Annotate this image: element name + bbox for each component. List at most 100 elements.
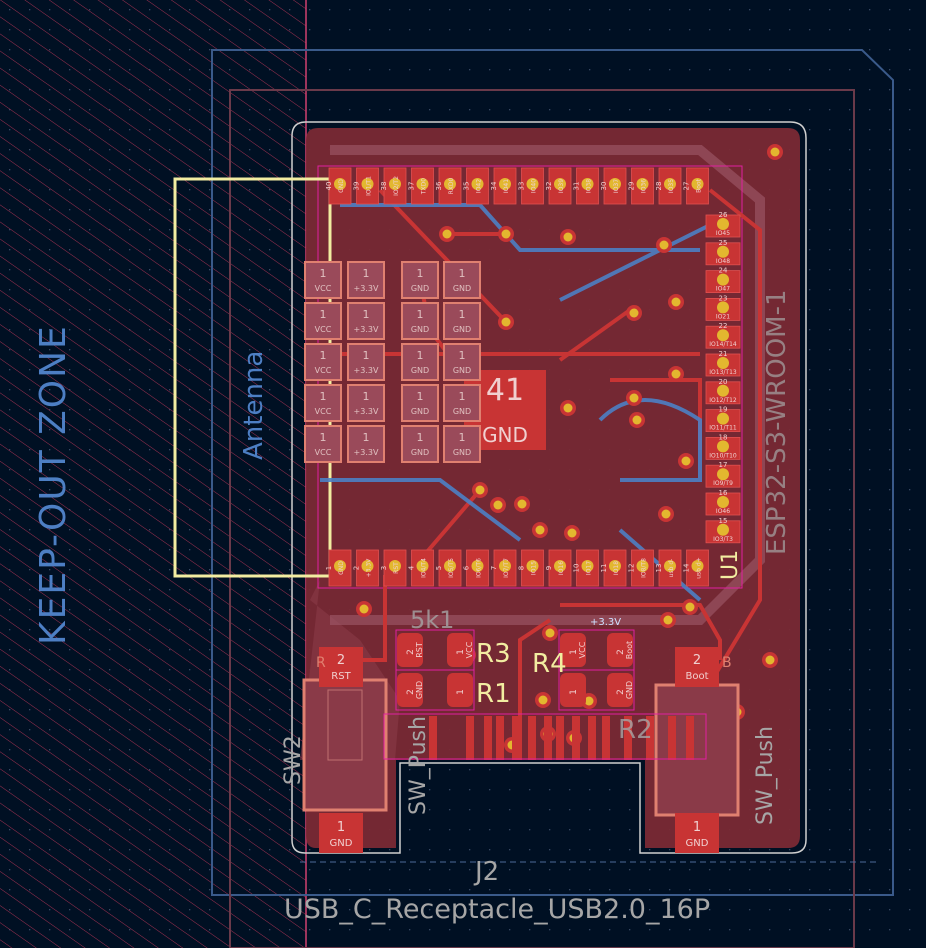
pad-net: IO21 xyxy=(716,313,730,320)
via-drill xyxy=(770,147,780,157)
resistor-pad[interactable] xyxy=(560,673,586,707)
pad-net: GND xyxy=(625,681,634,699)
boot-pad-1[interactable] xyxy=(675,813,719,853)
pad-number: 1 xyxy=(459,308,466,321)
pad-number: 4 xyxy=(408,565,416,570)
usb-pin xyxy=(429,716,437,760)
sw2-pad-1[interactable] xyxy=(319,813,363,853)
via-drill xyxy=(563,232,573,242)
sw2-footprint[interactable]: 2 RST 1 GND R xyxy=(302,647,388,853)
pad-net: +3.3V xyxy=(354,366,379,375)
pad-number: 2 xyxy=(693,653,701,668)
pad-net: IO10/T10 xyxy=(709,452,737,459)
sw-push-right-label: SW_Push xyxy=(753,726,778,825)
back-net-label: +3.3V xyxy=(590,617,621,628)
usb-pin xyxy=(544,716,552,760)
pad-number: 14 xyxy=(683,563,691,572)
resistor-pad[interactable] xyxy=(607,673,633,707)
usb-pin xyxy=(646,716,654,760)
resistor-pad[interactable] xyxy=(397,633,423,667)
pad-number: 17 xyxy=(719,461,728,469)
module-pad[interactable]: 2+3.3V xyxy=(353,549,379,587)
pad-number: 1 xyxy=(417,349,424,362)
pad-number: 1 xyxy=(459,431,466,444)
pad-net: IO13/T13 xyxy=(709,369,737,376)
resistor-pad[interactable] xyxy=(397,673,423,707)
pad-net: IO1/T1 xyxy=(366,176,373,196)
pad-net: VCC xyxy=(315,366,332,375)
via-drill xyxy=(659,240,669,250)
usb-c-pins xyxy=(429,716,694,760)
usb-pin xyxy=(572,716,580,760)
pad-net: GND xyxy=(411,448,429,457)
pad-net: GND xyxy=(453,407,471,416)
resistor-pad[interactable] xyxy=(447,673,473,707)
pad-number: 35 xyxy=(463,182,471,191)
pad-number: 9 xyxy=(545,566,553,570)
resistor-value-label: 5k1 xyxy=(410,606,454,634)
resistor-pad[interactable] xyxy=(560,633,586,667)
pad-number: 1 xyxy=(320,431,327,444)
sw2-pad-2[interactable] xyxy=(319,647,363,687)
pad-number: 1 xyxy=(320,308,327,321)
boot-pad-2[interactable] xyxy=(675,647,719,687)
via-drill xyxy=(359,604,369,614)
pad-number: 2 xyxy=(616,649,626,655)
resistor-pad[interactable] xyxy=(447,633,473,667)
via-drill xyxy=(629,308,639,318)
pad-number: 10 xyxy=(573,564,581,573)
usb-pin xyxy=(556,716,564,760)
resistor-pad[interactable] xyxy=(607,633,633,667)
pad-number: 7 xyxy=(490,566,498,570)
pad-net: IO12/T12 xyxy=(709,397,737,404)
pad-number: 1 xyxy=(325,566,333,570)
